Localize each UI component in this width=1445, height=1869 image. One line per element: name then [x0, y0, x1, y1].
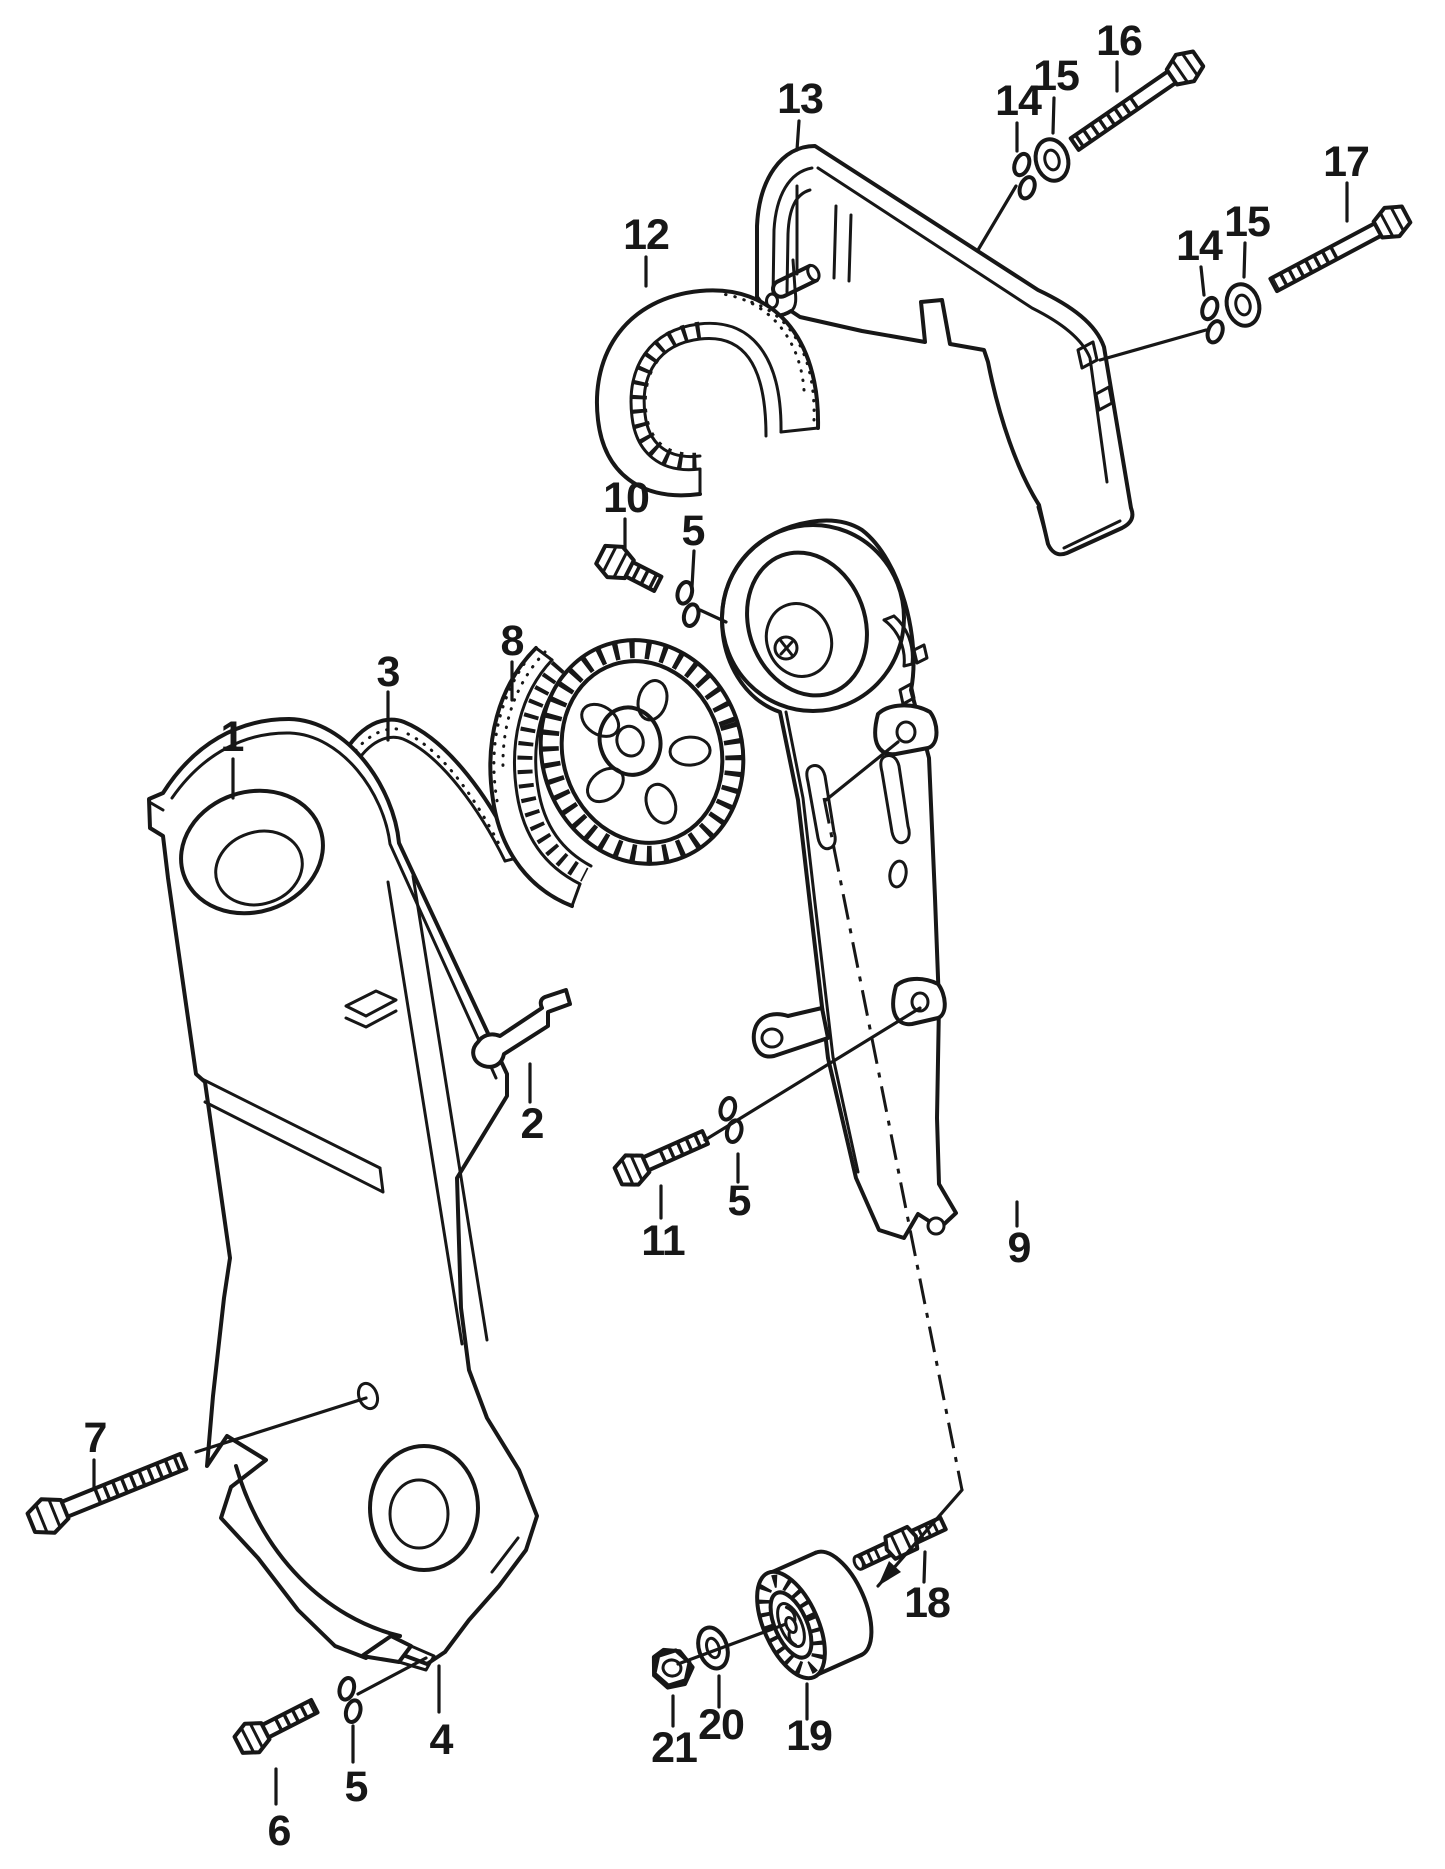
part-label-16: 16: [1096, 17, 1142, 65]
bolt-16-art: [1068, 49, 1206, 152]
connector-line: [703, 1006, 922, 1142]
part-label-11: 11: [641, 1217, 685, 1265]
part-label-20: 20: [698, 1701, 744, 1749]
camshaft-sprocket-art: [538, 638, 746, 866]
bolt-7-art: [25, 1451, 189, 1535]
part-label-9: 9: [1008, 1224, 1031, 1272]
part-label-15: 15: [1224, 198, 1270, 246]
part-2-clamp-bracket-art: [471, 988, 572, 1069]
leader-line-part-14: [1199, 265, 1206, 297]
part-label-19: 19: [786, 1712, 832, 1760]
clip-14-art: [1012, 151, 1037, 201]
clip-5-art: [337, 1676, 363, 1724]
part-1-front-cover-art: [147, 717, 539, 1666]
clip-5-art: [718, 1096, 744, 1144]
part-label-4: 4: [430, 1716, 454, 1764]
part-label-17: 17: [1323, 138, 1369, 186]
leader-line-part-18: [922, 1550, 927, 1584]
part-label-18: 18: [904, 1579, 950, 1627]
washer-20-art: [696, 1625, 730, 1671]
bolt-17-art: [1268, 204, 1413, 294]
washer-15-art: [1224, 282, 1262, 328]
nut-21-art: [651, 1647, 695, 1690]
part-label-21: 21: [651, 1724, 697, 1772]
part-8-timing-belt-art: [488, 646, 593, 908]
part-label-2: 2: [521, 1100, 544, 1148]
part-label-15: 15: [1033, 52, 1079, 100]
clip-14-art: [1200, 295, 1225, 345]
part-label-5: 5: [682, 507, 705, 555]
part-label-1: 1: [221, 713, 244, 761]
pulley-19-art: [755, 1549, 874, 1681]
leader-line-part-15: [1242, 241, 1247, 279]
pivot-pin: [771, 263, 821, 299]
part-label-5: 5: [728, 1177, 751, 1225]
part-label-6: 6: [268, 1807, 291, 1855]
part-label-12: 12: [623, 211, 669, 259]
leader-line-part-13: [795, 119, 801, 152]
part-label-13: 13: [777, 75, 823, 123]
part-label-5: 5: [345, 1763, 368, 1811]
part-12-timing-belt-art: [595, 288, 821, 498]
part-label-10: 10: [603, 474, 649, 522]
part-label-8: 8: [501, 617, 524, 665]
part-label-14: 14: [995, 77, 1042, 125]
bolt-11-art: [612, 1129, 710, 1187]
connector-line: [356, 1656, 428, 1696]
part-label-14: 14: [1176, 222, 1223, 270]
leader-line-part-5: [690, 549, 696, 589]
connector-line: [976, 184, 1018, 252]
part-label-7: 7: [84, 1414, 107, 1462]
bolt-6-art: [232, 1697, 320, 1755]
connector-line: [194, 1396, 368, 1454]
assembly-axis-line: [822, 797, 964, 1491]
part-label-3: 3: [377, 648, 400, 696]
connector-line: [698, 608, 728, 624]
clip-5-art: [675, 580, 701, 628]
leader-line-part-15: [1051, 96, 1056, 135]
axis-arrowhead: [878, 1561, 901, 1586]
connector-line: [1098, 328, 1208, 362]
bolt-10-art: [594, 543, 664, 593]
washer-15-art: [1033, 137, 1071, 183]
part-9-rear-cover-art: [719, 518, 958, 1240]
part-13-upper-cover-art: [755, 144, 1135, 557]
connector-line: [824, 740, 900, 802]
connector-line: [676, 1622, 788, 1666]
